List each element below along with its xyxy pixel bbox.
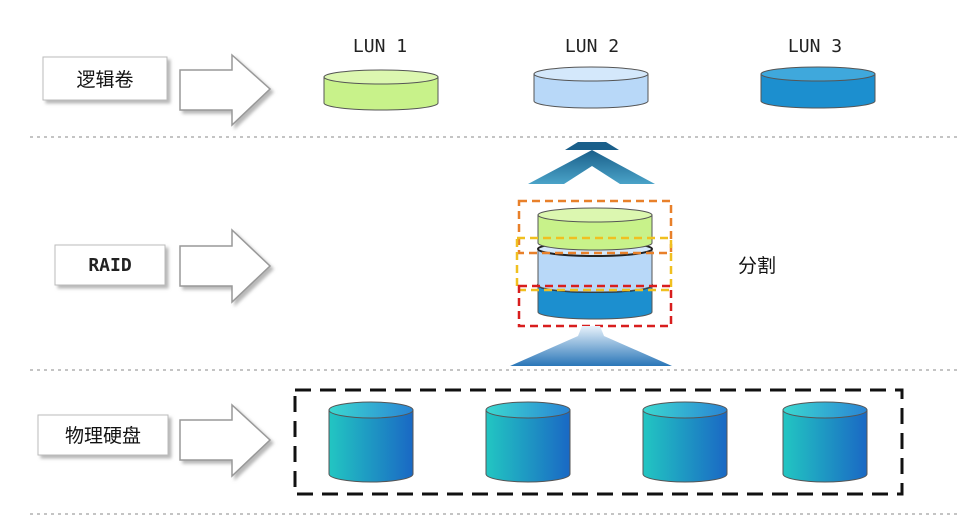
converge-arrow-icon [510,326,672,366]
physical-disk [782,401,868,483]
physical-disk [485,401,571,483]
lun-3-top [760,66,876,82]
layer-logical: 逻辑卷 [42,53,272,127]
lun-1-body [323,76,439,111]
lun-1-label: LUN 1 [353,36,407,57]
lun-1-top [323,69,439,85]
raid-annotation: 分割 [738,255,776,277]
label-box-raid [54,244,166,286]
layer-physical: 物理硬盘 [37,403,272,478]
raid-segment-lun-3 [537,284,653,320]
layer-label-physical: 物理硬盘 [65,425,141,447]
lun-2-body [533,73,649,109]
label-box-physical [37,414,169,456]
lun-3: LUN 3 [760,36,876,109]
arrow-right-icon [179,53,272,127]
arrow-right-icon [179,228,272,304]
label-box-logical [42,56,168,101]
arrow-right-icon [179,403,272,478]
physical-disk [328,401,414,483]
raid-stack [537,207,653,320]
raid-segment-lun-1 [537,214,653,251]
partition-outline-orange [517,199,673,255]
lun-2-top [533,66,649,82]
lun-3-body [760,73,876,109]
layer-label-raid: RAID [88,255,132,276]
lun-2: LUN 2 [533,36,649,109]
layer-label-logical: 逻辑卷 [76,69,133,91]
lun-1: LUN 1 [323,36,439,111]
lun-3-label: LUN 3 [788,36,842,57]
physical-disk [642,401,728,483]
physical-disk-group-outline [293,388,904,496]
lun-2-label: LUN 2 [565,36,619,57]
layer-raid: RAID [54,228,272,304]
up-arrow-icon [528,142,655,184]
